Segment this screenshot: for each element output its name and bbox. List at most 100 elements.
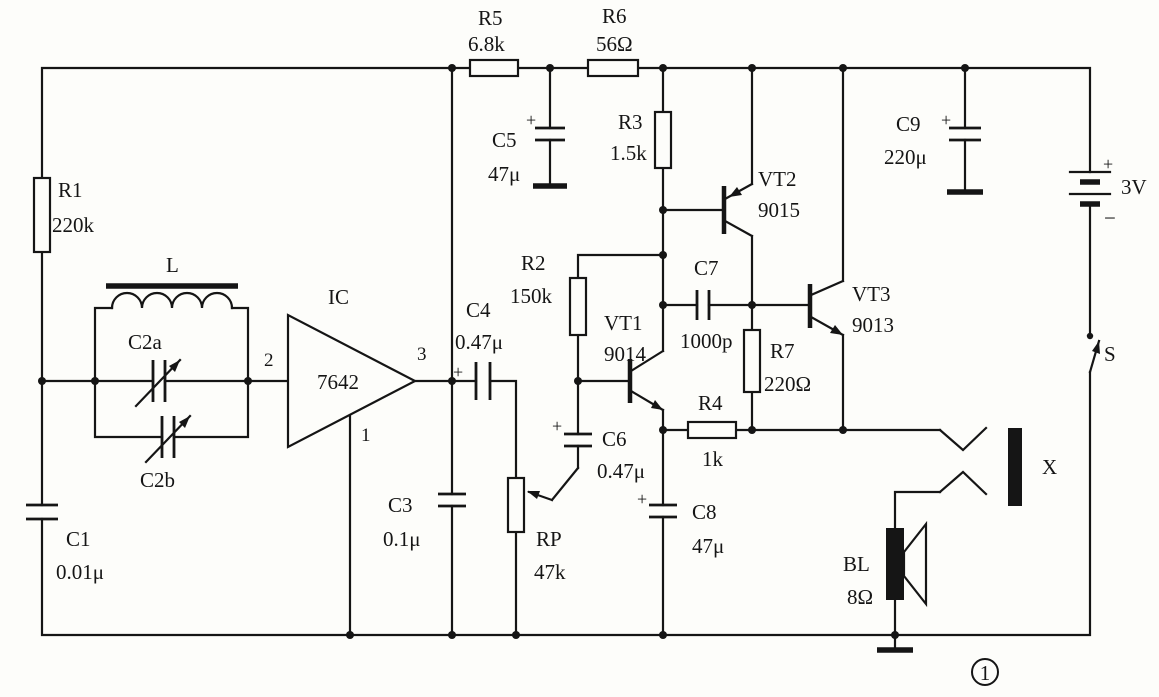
resistor-r5: R5 6.8k [468,6,520,78]
c4-ref: C4 [466,298,491,322]
ic-amplifier: IC 7642 2 3 1 [264,285,427,449]
capacitor-c4: C4 0.47μ + [453,298,503,400]
transistor-vt3: VT3 9013 [807,282,894,337]
vt2-part: 9015 [758,198,800,222]
ic-pin-3: 3 [417,344,427,365]
c9-ref: C9 [896,112,921,136]
vt2-emitter-arrow [729,187,742,197]
c3-value: 0.1μ [383,527,421,551]
c2a-ref: C2a [128,330,163,354]
c8-polarity-plus: + [637,489,647,509]
speaker-cone [902,520,928,608]
r4-ref: R4 [698,391,723,415]
vt2-ref: VT2 [758,167,797,191]
switch-terminal [1086,332,1094,340]
c6-polarity-plus: + [552,416,562,436]
r7-value: 220Ω [764,372,811,396]
speaker-frame [886,528,904,600]
variable-capacitor-c2b: C2b [140,414,192,492]
c7-value: 1000p [680,329,733,353]
c8-value: 47μ [692,534,724,558]
c3-ref: C3 [388,493,413,517]
ic-pin-1: 1 [361,425,371,446]
figure-number: 1 [980,661,991,685]
r1-ref: R1 [58,178,83,202]
variable-capacitor-c2a: C2a [128,330,182,408]
r3-value: 1.5k [610,141,647,165]
r6-ref: R6 [602,4,627,28]
jack-plug-bar [1008,428,1022,506]
switch-ref: S [1104,342,1116,366]
capacitor-c9: C9 220μ + [884,110,983,195]
capacitor-c3: C3 0.1μ [383,492,466,551]
c6-ref: C6 [602,427,627,451]
switch-blade-arrow [1092,341,1100,354]
switch-s: S [1086,332,1116,374]
r6-value: 56Ω [596,32,633,56]
resistor-r4: R4 1k [686,391,738,471]
r3-ref: R3 [618,110,643,134]
c4-value: 0.47μ [455,330,503,354]
jack-lower-contact [938,470,988,496]
resistor-r6: R6 56Ω [586,4,640,78]
jack-x: X [938,426,1057,506]
transistor-vt1: VT1 9014 [604,311,663,410]
r1-value: 220k [52,213,95,237]
r7-ref: R7 [770,339,795,363]
resistor-r3: R3 1.5k [610,110,673,170]
c7-ref: C7 [694,256,719,280]
c1-ref: C1 [66,527,91,551]
c2b-ref: C2b [140,468,175,492]
jack-ref: X [1042,455,1057,479]
capacitor-c1: C1 0.01μ [26,503,104,584]
resistor-r2: R2 150k [510,251,588,337]
capacitor-c5: C5 47μ + [488,110,567,189]
speaker-bl: BL 8Ω [843,520,928,653]
potentiometer-rp: RP 47k [506,476,566,584]
battery-plus-sign: + [1103,154,1113,174]
battery-voltage: 3V [1121,175,1147,199]
c1-value: 0.01μ [56,560,104,584]
r4-value: 1k [702,447,724,471]
vt1-part: 9014 [604,342,647,366]
c5-polarity-plus: + [526,110,536,130]
c4-polarity-plus: + [453,362,463,382]
c9-polarity-plus: + [941,110,951,130]
c8-ref: C8 [692,500,717,524]
figure-number-badge: 1 [971,658,999,686]
wires [40,66,1092,650]
battery-minus-sign: − [1104,206,1116,230]
transistor-vt2: VT2 9015 [721,167,800,234]
rp-ref: RP [536,527,562,551]
ic-ref: IC [328,285,349,309]
vt1-emitter-arrow [651,400,663,410]
l-ref: L [166,253,179,277]
speaker-value: 8Ω [847,585,873,609]
vt3-emitter-arrow [830,325,843,335]
c5-ref: C5 [492,128,517,152]
r5-value: 6.8k [468,32,505,56]
jack-upper-contact [938,426,988,452]
battery-3v: + 3V − [1068,154,1147,230]
vt3-part: 9013 [852,313,894,337]
rp-value: 47k [534,560,566,584]
resistor-r7: R7 220Ω [742,328,811,396]
resistor-r1: R1 220k [32,176,95,254]
capacitor-c7: C7 1000p [680,256,733,353]
r5-ref: R5 [478,6,503,30]
ic-triangle-symbol [286,313,418,449]
c6-value: 0.47μ [597,459,645,483]
ic-pin-2: 2 [264,350,274,371]
c5-value: 47μ [488,162,520,186]
junction-dots [38,64,969,639]
vt3-ref: VT3 [852,282,891,306]
r2-ref: R2 [521,251,546,275]
vt1-ref: VT1 [604,311,643,335]
speaker-ref: BL [843,552,870,576]
inductor-l: L [106,253,238,310]
capacitor-c8: C8 47μ + [637,489,724,558]
c9-value: 220μ [884,145,927,169]
ic-part-number: 7642 [317,370,359,394]
